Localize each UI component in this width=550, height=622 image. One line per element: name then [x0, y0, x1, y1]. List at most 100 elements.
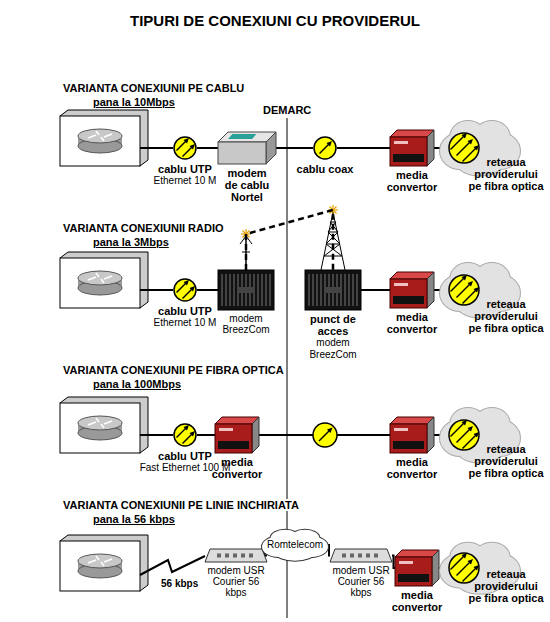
device-caption: modem de cablu Nortel [221, 167, 273, 203]
caption-text: media convertor [207, 456, 267, 480]
device-icon [218, 270, 274, 310]
device-icon [218, 132, 276, 164]
device-caption: cablu UTPEthernet 10 M [145, 163, 225, 187]
device-icon [390, 417, 434, 453]
device-icon [313, 136, 337, 160]
device-caption: media convertor [207, 456, 267, 480]
usr-device: modem USR Courier 56 kbps [330, 549, 392, 562]
router-icon [60, 252, 148, 308]
cable-link [276, 147, 313, 149]
section-heading: VARIANTA CONEXIUNII PE FIBRA OPTICA [62, 364, 285, 376]
device-icon [215, 417, 259, 453]
caption-text: media convertor [382, 169, 442, 193]
section-heading: VARIANTA CONEXIUNII PE CABLU [62, 82, 245, 94]
caption-text: reteaua providerului pe fibra optica [468, 298, 544, 334]
cloud-device: reteaua providerului pe fibra optica [440, 405, 520, 465]
caption-text: Romtelecom [262, 539, 328, 551]
router-icon [60, 397, 148, 453]
cable-link [434, 147, 440, 149]
mc-device: media convertor [390, 130, 434, 166]
wire [140, 289, 173, 291]
caption-text: media convertor [382, 311, 442, 335]
device-caption: reteaua providerului pe fibra optica [468, 568, 544, 604]
mc-device: media convertor [390, 417, 434, 453]
device-caption: reteaua providerului pe fibra optica [468, 443, 544, 479]
breez-device: modem BreezCom [218, 270, 274, 310]
cloud-device: reteaua providerului pe fibra optica [440, 540, 520, 596]
caption-text: media convertor [382, 456, 442, 480]
device-icon [390, 130, 434, 166]
cable-link [197, 289, 218, 291]
radio-tower [321, 212, 345, 270]
router-icon [60, 110, 148, 166]
caption-text: cablu UTP [145, 163, 225, 175]
coax-device: cablu coax [313, 136, 337, 160]
device-caption: media convertor [382, 169, 442, 193]
device-icon [390, 272, 434, 308]
usr-device: modem USR Courier 56 kbps [205, 549, 267, 562]
cable-link [434, 434, 440, 436]
device-icon [173, 278, 197, 302]
caption-text: reteaua providerului pe fibra optica [468, 443, 544, 479]
cable-link [434, 289, 440, 291]
caption-text: reteaua providerului pe fibra optica [468, 568, 544, 604]
device-caption: modem USR Courier 56 kbps [328, 565, 394, 598]
serial-link [140, 556, 205, 575]
speed-label: pana la 10Mbps [92, 96, 176, 108]
device-caption: modem USR Courier 56 kbps [203, 565, 269, 598]
wire [140, 434, 173, 436]
speed-label: pana la 56 kbps [92, 513, 176, 525]
section-heading: DEMARC [262, 104, 312, 116]
nortel-device: modem de cablu Nortel [218, 132, 276, 164]
utp-device: cablu UTPEthernet 10 M [173, 136, 197, 160]
cloud-device: reteaua providerului pe fibra optica [440, 118, 520, 178]
section-heading: VARIANTA CONEXIUNII PE LINIE INCHIRIATA [62, 499, 300, 511]
caption-text: modem de cablu Nortel [221, 167, 273, 203]
device-caption: reteaua providerului pe fibra optica [468, 298, 544, 334]
cloud-device: reteaua providerului pe fibra optica [440, 260, 520, 320]
device-icon [173, 423, 197, 447]
device-caption: cablu coax [290, 163, 360, 175]
caption-text: Ethernet 10 M [145, 175, 225, 187]
device-icon [173, 136, 197, 160]
section-heading: 56 kbps [160, 578, 199, 589]
caption-text: modem USR Courier 56 kbps [328, 565, 394, 598]
cable-link [197, 434, 215, 436]
mc-device: media convertor [215, 417, 259, 453]
mc-device: media convertor [395, 550, 439, 586]
wire [140, 147, 173, 149]
radio-link [246, 210, 333, 270]
utp-device: cablu UTPFast Ethernet 100 M [173, 423, 197, 447]
device-caption: punct de accesmodem BreezCom [295, 313, 371, 361]
device-caption: reteaua providerului pe fibra optica [468, 156, 544, 192]
cable-link [197, 147, 218, 149]
device-icon [305, 270, 361, 310]
caption-text: reteaua providerului pe fibra optica [468, 156, 544, 192]
device-caption: modem BreezCom [215, 313, 277, 335]
device-icon [330, 549, 392, 562]
device-caption: media convertor [382, 456, 442, 480]
rtcloud-device: Romtelecom [262, 528, 328, 562]
device-caption: cablu UTPEthernet 10 M [145, 305, 225, 329]
cable-link [361, 289, 390, 291]
caption-text: cablu coax [290, 163, 360, 175]
caption-text: modem BreezCom [215, 313, 277, 335]
speed-label: pana la 100Mbps [92, 378, 182, 390]
caption-text: modem USR Courier 56 kbps [203, 565, 269, 598]
caption-text: media convertor [387, 589, 447, 613]
caption-text: cablu UTP [145, 305, 225, 317]
router-icon [60, 535, 148, 591]
breez-device: punct de accesmodem BreezCom [305, 270, 361, 310]
cable-link [337, 147, 390, 149]
device-icon [205, 549, 267, 562]
title: TIPURI DE CONEXIUNI CU PROVIDERUL [0, 12, 550, 29]
device-icon [395, 550, 439, 586]
section-heading: VARIANTA CONEXIUNII RADIO [62, 222, 225, 234]
device-caption: Romtelecom [262, 539, 328, 551]
utp-device: cablu UTPEthernet 10 M [173, 278, 197, 302]
device-caption: media convertor [387, 589, 447, 613]
caption-text: Ethernet 10 M [145, 317, 225, 329]
speed-label: pana la 3Mbps [92, 236, 170, 248]
mc-device: media convertor [390, 272, 434, 308]
caption-text: modem BreezCom [295, 337, 371, 361]
